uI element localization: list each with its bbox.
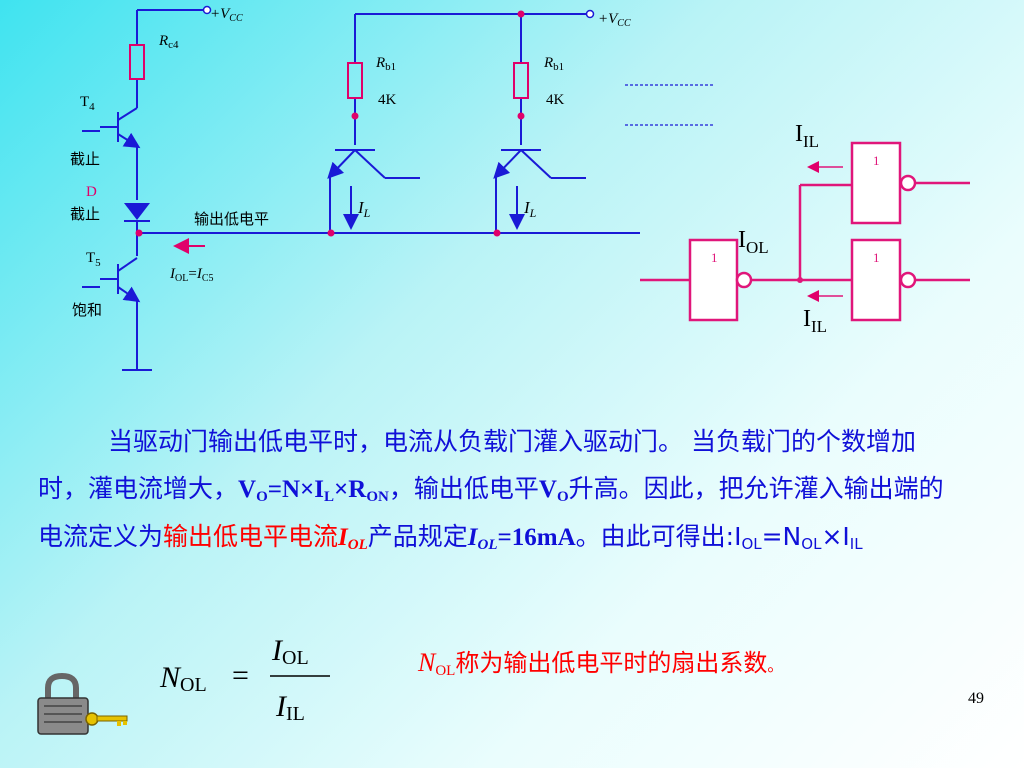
rc4-label: Rc4 (158, 33, 179, 51)
vo2-symbol: VO (538, 476, 569, 505)
iil-label-top: IIL (795, 121, 819, 151)
iol-ic5-label: IOL=IC5 (169, 266, 213, 284)
note-text: 称为输出低电平时的扇出系数 (455, 649, 768, 677)
para-sentence-5: 。由此可得出:I (575, 522, 742, 551)
output-node (135, 229, 143, 237)
driver-gate-mark: 1 (711, 250, 718, 265)
f-eq: =N (761, 522, 802, 551)
para-sentence-1: 当驱动门输出低电平时，电流从负载门灌入驱动门。 当负载门的个数增加时，灌电流增大… (38, 427, 916, 503)
eq-mid: =N× (267, 476, 315, 503)
ron-symbol: RON (348, 476, 389, 505)
il-label-2: IL (523, 198, 537, 220)
f-sub-3: IL (849, 535, 863, 553)
base-node-1 (351, 112, 359, 120)
rb1-resistor-1 (347, 62, 363, 99)
t5-label: T5 (86, 250, 101, 269)
explanation-paragraph: 当驱动门输出低电平时，电流从负载门灌入驱动门。 当负载门的个数增加时，灌电流增大… (38, 418, 958, 561)
vcc-label-right: +VCC (598, 11, 631, 29)
formula-eq: = (232, 659, 249, 692)
input-node-1 (327, 229, 335, 237)
t5-transistor (100, 257, 141, 303)
load-gate-1-mark: 1 (873, 153, 880, 168)
highlight-term: 输出低电平电流 (163, 522, 339, 551)
iil-label-bottom: IIL (803, 306, 827, 336)
fanout-formula: NOL = IOL IIL (159, 634, 330, 725)
vo-symbol: VO (238, 476, 268, 505)
fanout-gates (640, 141, 970, 322)
iol-spec-value: =16mA (497, 524, 576, 551)
times-symbol: × (334, 476, 349, 503)
rb1-value-2: 4K (546, 92, 565, 108)
iol-spec-symbol: IOL (467, 524, 498, 553)
fanout-note: NOL称为输出低电平时的扇出系数。 (418, 643, 784, 679)
rb1-resistor-2 (513, 62, 529, 99)
input-node-2 (493, 229, 501, 237)
highlight-symbol: IOL (338, 524, 368, 553)
vcc-label-left: +VCC (210, 6, 243, 24)
t4-state: 截止 (70, 150, 100, 168)
output-low-label: 输出低电平 (194, 210, 269, 228)
formula-lhs: NOL (159, 661, 207, 696)
rb1-value-1: 4K (378, 92, 397, 108)
diode-label: D (86, 184, 97, 200)
iol-label-gate: IOL (738, 227, 769, 257)
t5-state: 饱和 (72, 301, 102, 319)
f-times: ×I (821, 522, 850, 551)
rb1-label-2: Rb1 (543, 55, 564, 73)
page-number: 49 (968, 690, 984, 707)
f-sub-2: OL (801, 535, 822, 553)
vcc-terminal-left (202, 5, 212, 15)
para-sentence-3: 升高。因此，把允许灌入输出端的电流定义为 (38, 474, 944, 551)
base-node-2 (517, 112, 525, 120)
t4-transistor (100, 107, 141, 149)
il-symbol: IL (314, 476, 335, 505)
note-period: 。 (767, 656, 784, 675)
rc4-resistor (129, 44, 145, 80)
left-output-stage (122, 9, 640, 371)
diode-d (124, 203, 150, 222)
bus-node (797, 277, 803, 283)
para-sentence-4: 产品规定 (367, 522, 468, 551)
para-sentence-2: ，输出低电平 (388, 474, 539, 503)
il-label-1: IL (357, 198, 371, 220)
vcc-terminal-right (585, 9, 595, 19)
f-sub-1: OL (741, 535, 762, 553)
note-symbol: NOL (418, 648, 456, 679)
load-input-stages (327, 13, 587, 233)
t4-label: T4 (80, 94, 95, 113)
formula-denominator: IIL (275, 690, 305, 725)
vcc-node (517, 10, 525, 18)
rb1-label-1: Rb1 (375, 55, 396, 73)
padlock-key-icon (37, 672, 128, 735)
load-gate-2-mark: 1 (873, 250, 880, 265)
formula-numerator: IOL (271, 634, 309, 669)
diode-state: 截止 (70, 205, 100, 223)
